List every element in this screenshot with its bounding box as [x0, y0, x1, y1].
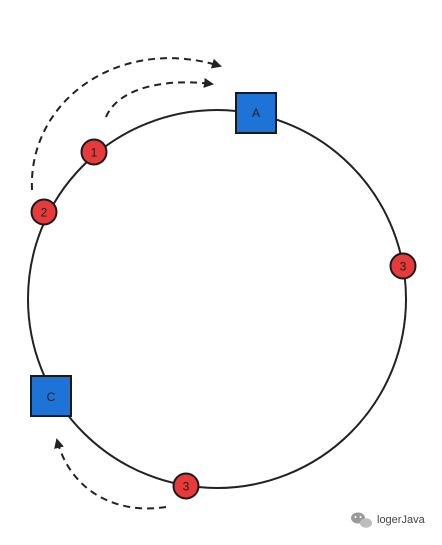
arrow-node-3-to-server-c — [54, 438, 167, 510]
server-a-label: A — [252, 106, 260, 120]
node-3-bottom-label: 3 — [183, 480, 190, 494]
server-c-label: C — [47, 390, 56, 404]
node-1: 1 — [80, 138, 108, 166]
server-a: A — [235, 92, 277, 134]
node-3-right: 3 — [389, 252, 417, 280]
hash-ring — [27, 109, 407, 489]
server-c: C — [30, 375, 72, 417]
node-2: 2 — [30, 198, 58, 226]
node-1-label: 1 — [91, 146, 98, 160]
watermark: logerJava — [351, 512, 426, 528]
arrow-node-2-to-server-a — [30, 57, 222, 191]
node-3-bottom: 3 — [172, 472, 200, 500]
arrow-node-1-to-server-a — [105, 78, 214, 118]
node-2-label: 2 — [41, 206, 48, 220]
node-3-right-label: 3 — [400, 260, 407, 274]
watermark-text: logerJava — [377, 514, 426, 526]
wechat-icon — [351, 512, 372, 528]
